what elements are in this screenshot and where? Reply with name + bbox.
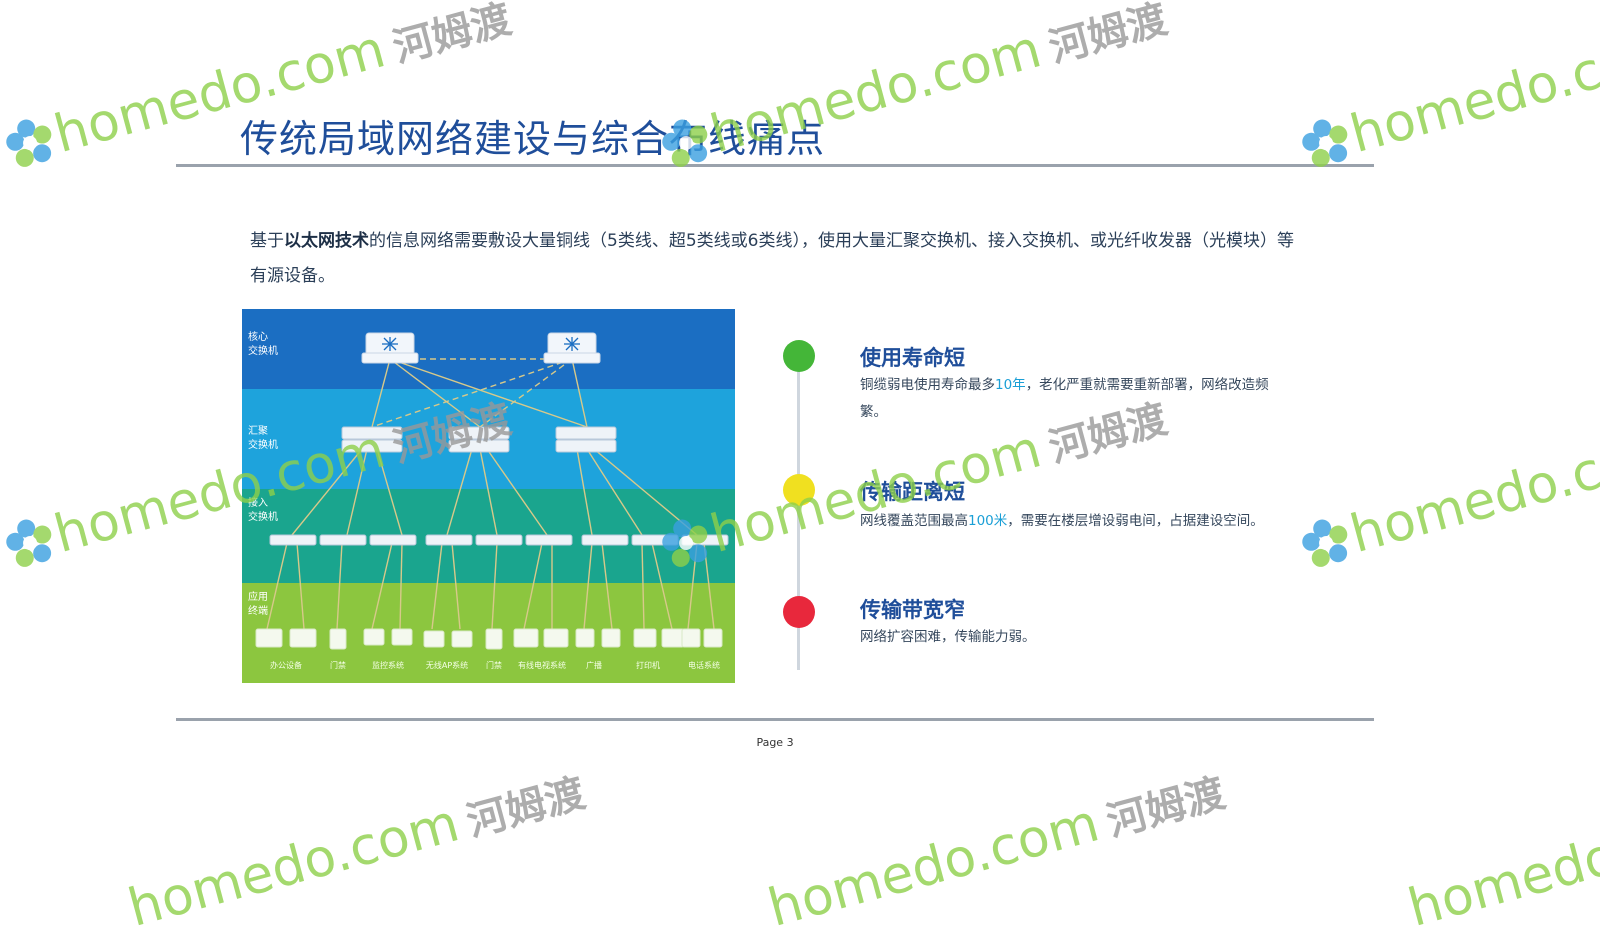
device-label: 广播 bbox=[586, 661, 602, 670]
watermark: homedo.com河姆渡 bbox=[652, 0, 1173, 179]
device-label: 打印机 bbox=[636, 661, 660, 670]
timeline-line bbox=[797, 356, 800, 670]
watermark: homedo.com bbox=[1292, 419, 1600, 579]
watermark: homedo.com河姆渡 bbox=[762, 760, 1230, 939]
watermark-text: homedo.com bbox=[704, 19, 1048, 166]
watermark-text: homedo.com bbox=[122, 793, 466, 939]
terminal-layer-label: 应用 终端 bbox=[248, 592, 268, 617]
watermark: homedo.com河姆渡 bbox=[122, 760, 590, 939]
desc-text: ，老化严重就需要重新部署，网络改造频繁。 bbox=[860, 377, 1269, 420]
desc-highlight: 100米 bbox=[968, 513, 1008, 529]
watermark-text: homedo.com bbox=[704, 419, 1048, 566]
device-label: 门禁 bbox=[330, 661, 346, 670]
watermark-text: homedo.com bbox=[1344, 19, 1600, 166]
watermark-text: homedo.com bbox=[1402, 793, 1600, 939]
watermark-text: homedo.com bbox=[762, 793, 1106, 939]
device-label: 门禁 bbox=[486, 661, 502, 670]
device-label: 有线电视系统 bbox=[518, 661, 566, 670]
access-layer-label: 接入 交换机 bbox=[248, 498, 278, 523]
flower-logo-icon bbox=[662, 519, 708, 567]
watermark-cn: 河姆渡 bbox=[1102, 770, 1230, 846]
aggregation-layer-label: 汇聚 交换机 bbox=[248, 426, 278, 451]
device-label: 监控系统 bbox=[372, 661, 404, 670]
network-diagram: 核心 交换机 汇聚 交换机 接入 交换机 应用 终端 bbox=[242, 309, 735, 683]
intro-rest: 的信息网络需要敷设大量铜线（5类线、超5类线或6类线），使用大量汇聚交换机、接入… bbox=[250, 231, 1294, 286]
flower-logo-icon bbox=[1302, 119, 1348, 167]
watermark-cn: 河姆渡 bbox=[1044, 0, 1173, 72]
intro-bold: 以太网技术 bbox=[284, 231, 369, 251]
watermark-cn: 河姆渡 bbox=[462, 770, 590, 846]
pain-point-desc: 网络扩容困难，传输能力弱。 bbox=[860, 624, 1280, 651]
green-dot-icon bbox=[783, 340, 815, 372]
intro-prefix: 基于 bbox=[250, 231, 284, 251]
title-divider bbox=[176, 164, 1374, 167]
page-number: Page 3 bbox=[756, 736, 794, 749]
watermark-cn: 河姆渡 bbox=[388, 0, 517, 72]
watermark-text: homedo.com bbox=[1344, 419, 1600, 566]
page-title: 传统局域网络建设与综合布线痛点 bbox=[240, 117, 826, 161]
desc-highlight: 10年 bbox=[995, 377, 1026, 393]
topology-links bbox=[255, 332, 729, 650]
desc-text: 网络扩容困难，传输能力弱。 bbox=[860, 629, 1036, 645]
watermark: homedo.com河姆渡 bbox=[0, 386, 517, 579]
pain-point-title: 传输带宽窄 bbox=[860, 598, 965, 622]
desc-text: 网线覆盖范围最高 bbox=[860, 513, 968, 529]
watermark: homedo.com bbox=[1402, 793, 1600, 939]
pain-point-desc: 铜缆弱电使用寿命最多10年，老化严重就需要重新部署，网络改造频繁。 bbox=[860, 372, 1280, 426]
flower-logo-icon bbox=[662, 119, 708, 167]
watermark: homedo.com bbox=[1292, 19, 1600, 179]
watermark: homedo.com河姆渡 bbox=[0, 0, 517, 179]
pain-point-title: 使用寿命短 bbox=[860, 346, 965, 370]
watermark: homedo.com河姆渡 bbox=[652, 386, 1173, 579]
core-layer: 核心 交换机 bbox=[242, 309, 735, 389]
intro-paragraph: 基于以太网技术的信息网络需要敷设大量铜线（5类线、超5类线或6类线），使用大量汇… bbox=[250, 224, 1300, 294]
device-label: 无线AP系统 bbox=[425, 661, 469, 670]
flower-logo-icon bbox=[6, 119, 52, 167]
desc-text: ，需要在楼层增设弱电间，占据建设空间。 bbox=[1007, 513, 1264, 529]
pain-point-title: 传输距离短 bbox=[860, 480, 965, 504]
desc-text: 铜缆弱电使用寿命最多 bbox=[860, 377, 995, 393]
yellow-dot-icon bbox=[783, 474, 815, 506]
core-layer-label: 核心 交换机 bbox=[248, 332, 278, 357]
flower-logo-icon bbox=[6, 519, 52, 567]
flower-logo-icon bbox=[1302, 519, 1348, 567]
device-label: 办公设备 bbox=[270, 661, 302, 670]
device-label: 电话系统 bbox=[688, 661, 720, 670]
pain-point-desc: 网线覆盖范围最高100米，需要在楼层增设弱电间，占据建设空间。 bbox=[860, 508, 1280, 535]
footer-divider bbox=[176, 718, 1374, 721]
red-dot-icon bbox=[783, 596, 815, 628]
